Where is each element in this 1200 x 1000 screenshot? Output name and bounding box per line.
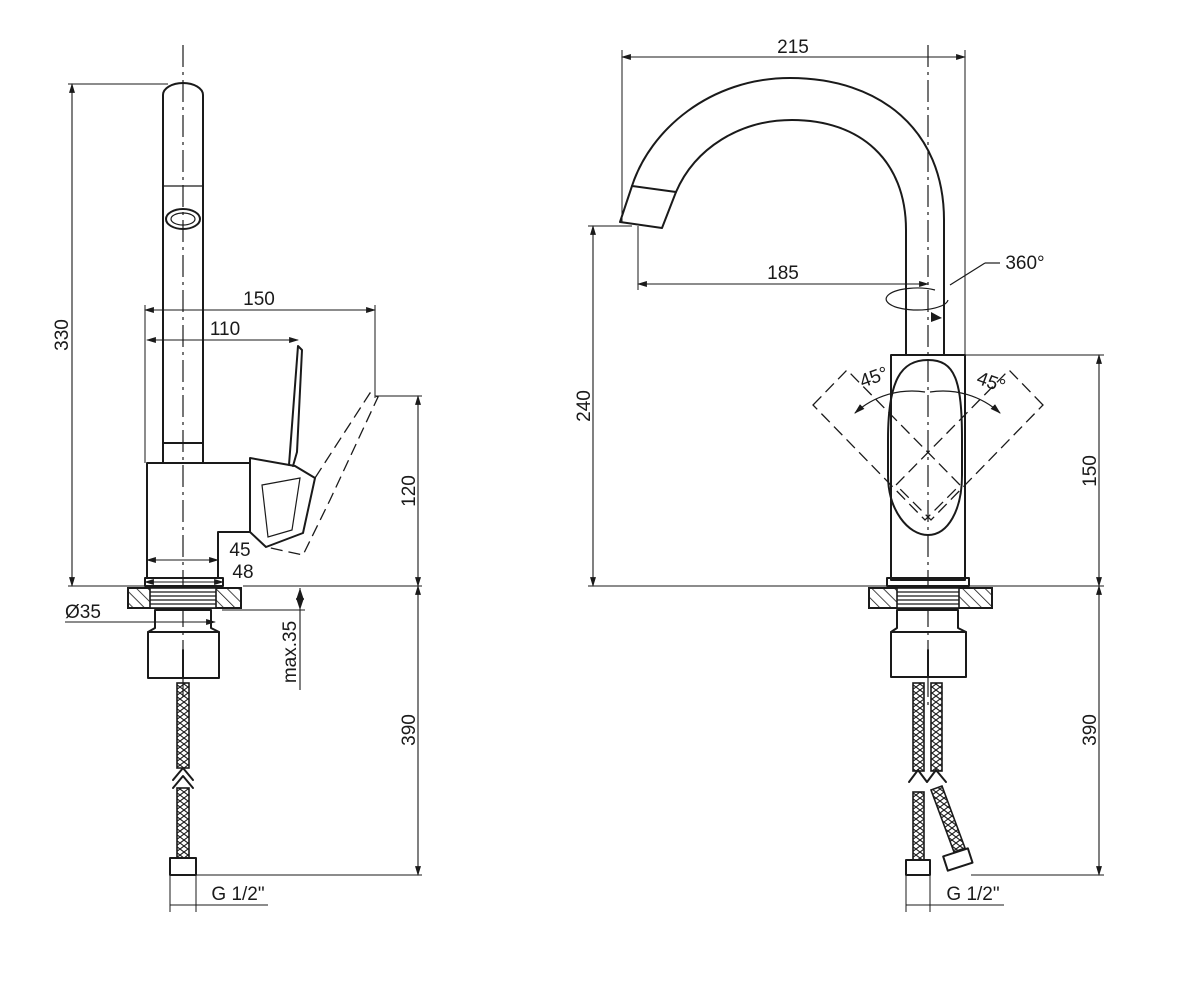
- side-thread-lines: [150, 591, 216, 605]
- dim-120-label: 120: [399, 475, 420, 507]
- dim-215-label: 215: [777, 37, 809, 58]
- front-arc-left: [854, 390, 926, 414]
- dim-110-label: 110: [210, 319, 240, 340]
- dim-d35-label: Ø35: [65, 602, 101, 623]
- front-angle-right-label: 45°: [974, 368, 1008, 398]
- front-hose-left-lower: [912, 791, 925, 861]
- dim-150-label: 150: [243, 289, 275, 310]
- front-base-flange: [886, 577, 970, 587]
- front-lever-right-45: [895, 369, 1044, 521]
- side-handle-base: [249, 457, 316, 548]
- front-hose-left-upper: [912, 682, 925, 772]
- dim-max35-arrow-bottom: [296, 598, 304, 610]
- front-swivel-ellipse: [885, 287, 949, 311]
- dim-360-label: 360°: [1005, 253, 1044, 274]
- front-threaded-rod: [896, 587, 960, 609]
- front-hose-right-lower: [929, 784, 967, 854]
- side-aerator-ring-inner: [170, 212, 196, 226]
- dim-max35-label: max.35: [280, 621, 301, 683]
- side-lever: [288, 345, 303, 467]
- dim-390-front-label: 390: [1080, 714, 1101, 746]
- dim-g12-side-label: G 1/2": [211, 884, 264, 905]
- front-lever-left-45: [812, 369, 961, 521]
- dim-360-leader: [949, 262, 986, 286]
- dim-240-label: 240: [574, 390, 595, 422]
- side-lever-open: [265, 392, 379, 556]
- front-thread-lines: [897, 591, 959, 605]
- front-mount-nut: [890, 609, 967, 678]
- front-lever: [887, 359, 963, 536]
- front-hose-break-top: [908, 769, 947, 783]
- side-hose-lower: [176, 787, 190, 859]
- side-view: 330 150 110 120 45 48 Ø35 max.35 390: [52, 45, 422, 912]
- dim-185-label: 185: [767, 263, 799, 284]
- front-hose-right-upper: [930, 682, 943, 772]
- dim-330-label: 330: [52, 319, 73, 351]
- front-swivel-arrow: [931, 312, 942, 322]
- front-hose-fitting-right: [942, 847, 974, 872]
- side-threaded-rod: [149, 587, 217, 609]
- dim-45-label: 45: [229, 540, 250, 561]
- side-hose-break-top: [172, 767, 194, 781]
- side-hose-upper: [176, 682, 190, 769]
- dim-48-label: 48: [232, 562, 253, 583]
- dim-max35-arrow-top: [296, 588, 304, 600]
- front-angle-left-label: 45°: [857, 363, 891, 393]
- side-aerator-ring-outer: [165, 208, 201, 230]
- front-arc-right: [929, 390, 1001, 414]
- front-view: 45° 45° 215 185 360° 24: [574, 37, 1104, 912]
- dim-g12-front-label: G 1/2": [946, 884, 999, 905]
- front-aerator: [619, 185, 677, 229]
- dim-390-side-label: 390: [399, 714, 420, 746]
- front-spout: [631, 77, 945, 356]
- side-mount-nut: [147, 609, 220, 679]
- front-hose-fitting-left: [905, 859, 931, 876]
- side-spout: [162, 82, 204, 461]
- front-body: [890, 354, 966, 581]
- side-hose-fitting: [169, 857, 197, 876]
- side-handle-inner: [261, 477, 301, 538]
- side-hose-break-bottom: [172, 775, 194, 789]
- dim-150-front-label: 150: [1080, 455, 1101, 487]
